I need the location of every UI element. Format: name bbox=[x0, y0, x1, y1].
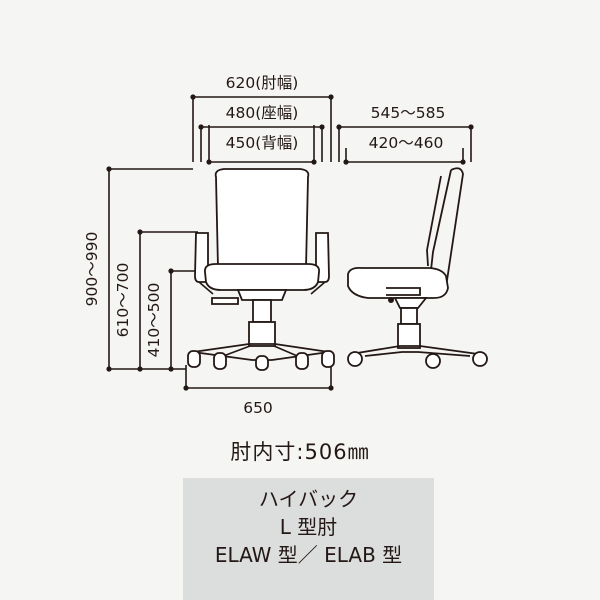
height-total-label: 900〜990 bbox=[83, 232, 101, 307]
side-depth-outer-dimension: 545〜585 bbox=[336, 104, 474, 162]
seat-width-dimension: 480(座幅) bbox=[198, 104, 325, 162]
model-back-type: ハイバック bbox=[258, 487, 359, 511]
arm-width-label: 620(肘幅) bbox=[226, 74, 299, 92]
height-seat-dimension: 410〜500 bbox=[109, 268, 205, 372]
back-width-label: 450(背幅) bbox=[226, 134, 299, 152]
back-width-dimension: 450(背幅) bbox=[206, 125, 317, 165]
chair-front-view bbox=[187, 168, 335, 371]
height-total-dimension: 900〜990 bbox=[83, 166, 193, 372]
height-arm-label: 610〜700 bbox=[114, 263, 132, 338]
side-depth-inner-dimension: 420〜460 bbox=[343, 134, 466, 165]
model-code: ELAW 型／ ELAB 型 bbox=[214, 543, 403, 567]
arm-inner-width-caption: 肘内寸:506㎜ bbox=[230, 440, 370, 464]
base-width-label: 650 bbox=[243, 399, 273, 417]
height-seat-label: 410〜500 bbox=[145, 283, 163, 358]
side-depth-outer-label: 545〜585 bbox=[371, 104, 446, 122]
model-arm-type: L 型肘 bbox=[279, 515, 338, 539]
side-depth-inner-label: 420〜460 bbox=[369, 134, 444, 152]
chair-side-view bbox=[347, 167, 488, 369]
height-arm-dimension: 610〜700 bbox=[114, 229, 198, 372]
arm-width-dimension: 620(肘幅) bbox=[190, 74, 334, 162]
model-name-box: ハイバック L 型肘 ELAW 型／ ELAB 型 bbox=[183, 478, 434, 600]
base-width-dimension: 650 bbox=[183, 365, 334, 417]
seat-width-label: 480(座幅) bbox=[226, 104, 299, 122]
